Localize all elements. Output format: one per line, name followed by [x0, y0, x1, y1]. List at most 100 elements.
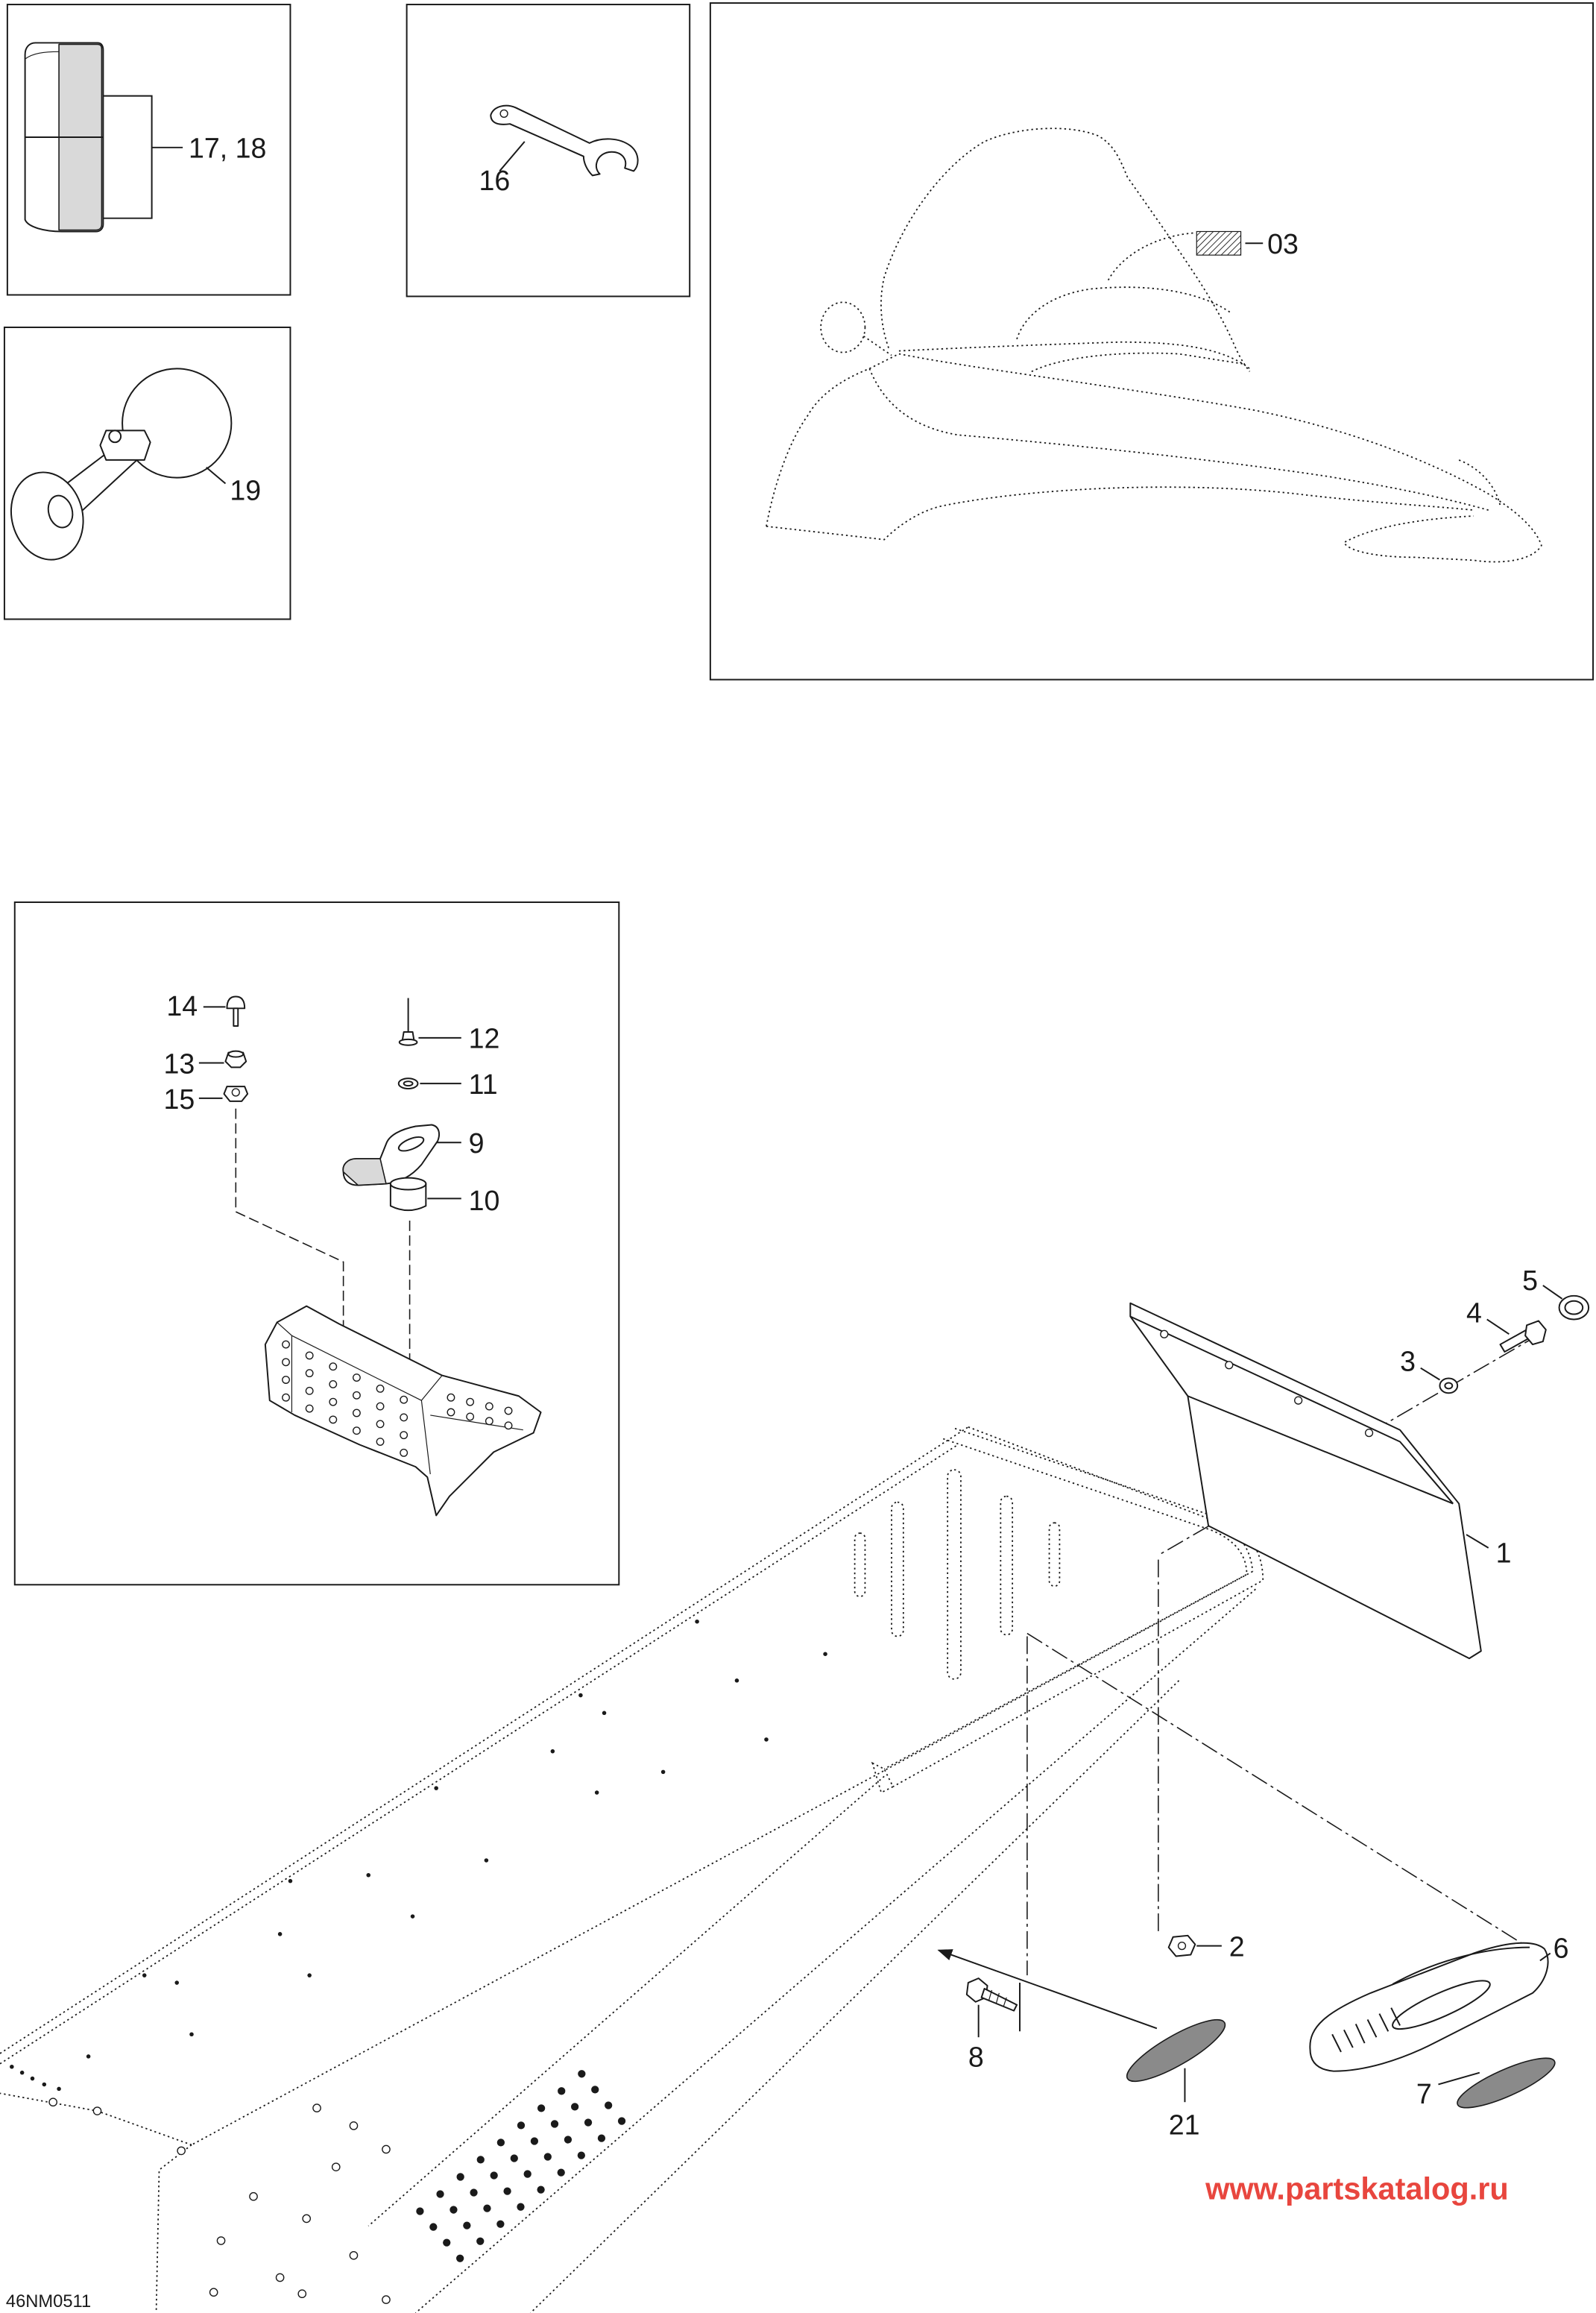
inset-lower-left: 14 13 15 12 11 9 10	[13, 901, 620, 1586]
inset-frame	[709, 2, 1595, 681]
windshield-outline	[880, 128, 1251, 372]
nut-2	[1167, 1934, 1196, 1957]
board-perforation	[456, 2254, 464, 2262]
rivet-dot	[578, 1693, 583, 1698]
horn-bulb	[122, 368, 233, 479]
rivet-head	[398, 1038, 418, 1046]
callout-6: 6	[1554, 1932, 1569, 1963]
decal-hatched	[1196, 230, 1242, 256]
plate-perforation	[305, 1369, 314, 1378]
callout-1: 1	[1496, 1538, 1512, 1569]
tunnel-front-edge	[0, 2092, 192, 2146]
rivet-dot	[86, 2054, 91, 2059]
board-perforation	[578, 2070, 586, 2078]
tunnel-hole	[302, 2214, 312, 2224]
callout-leader	[206, 467, 227, 485]
board-perforation	[597, 2134, 606, 2142]
inset-top-middle: 16	[406, 4, 691, 298]
tunnel-slot	[947, 1469, 962, 1680]
callout-19: 19	[230, 474, 261, 506]
plate-perforation	[376, 1438, 385, 1446]
bolt-head	[1524, 1320, 1547, 1346]
tunnel-hole	[331, 2162, 341, 2172]
grab-handle	[1309, 1942, 1549, 2072]
board-perforation	[617, 2117, 626, 2125]
mirror-stalk	[862, 336, 892, 356]
callout-7: 7	[1416, 2078, 1432, 2109]
rivet-dot	[42, 2082, 47, 2087]
nut-bore	[1177, 1942, 1187, 1951]
plate-perforation	[282, 1376, 290, 1384]
plate-perforation	[504, 1421, 513, 1430]
tunnel-holes	[48, 2098, 391, 2304]
plate-perforation	[352, 1409, 361, 1417]
callout-leader	[1438, 2071, 1480, 2086]
direction-arrow	[937, 1949, 1158, 2030]
rivet-dot	[602, 1711, 607, 1716]
tunnel-hole	[349, 2250, 359, 2260]
board-perforation	[510, 2154, 518, 2162]
plate-perforation	[400, 1413, 409, 1422]
washer-inner	[1444, 1382, 1454, 1390]
board-perforation	[584, 2118, 593, 2127]
reflector-21	[1126, 2018, 1226, 2083]
board-perforation	[564, 2136, 573, 2144]
inset-frame	[6, 4, 291, 296]
board-perforation	[496, 2139, 505, 2147]
tunnel-hole	[249, 2191, 258, 2201]
inset-frame	[13, 901, 620, 1586]
grab-handle-ribs	[1331, 2007, 1401, 2053]
board-perforation	[517, 2121, 526, 2130]
plate-body	[264, 1305, 542, 1517]
plate-perforation	[305, 1386, 314, 1395]
plate-perforation	[485, 1402, 493, 1411]
rivet-dot	[434, 1786, 438, 1790]
snow-flap-fold	[1187, 1395, 1454, 1505]
rivet-dot	[19, 2070, 25, 2075]
hood-bottom	[766, 486, 1474, 541]
plate-perforation	[376, 1402, 385, 1411]
screw-8	[965, 1977, 1018, 2012]
rivet-dot	[189, 2032, 194, 2037]
callout-leader	[1539, 1952, 1551, 1962]
grab-handle-groove	[1392, 1946, 1530, 1985]
screw-shank	[980, 1987, 1018, 2012]
plate-perforation	[400, 1431, 409, 1440]
washer-3	[1439, 1377, 1459, 1394]
tunnel-hole	[275, 2273, 285, 2282]
inset-frame	[3, 326, 291, 620]
callout-leader	[1542, 1285, 1563, 1300]
rivet-dot	[57, 2086, 61, 2092]
plate-perforation	[485, 1417, 493, 1426]
running-board-outer-edge	[414, 1588, 1256, 2313]
nut-15-bore	[231, 1088, 240, 1097]
hood-outline	[766, 128, 1542, 563]
rivet-dot	[307, 1973, 312, 1977]
tunnel-hole	[216, 2236, 226, 2245]
callout-leader	[499, 141, 526, 172]
plate-perforation	[329, 1362, 338, 1371]
callout-leader	[1420, 1367, 1440, 1381]
tunnel-side-wall	[155, 2144, 192, 2313]
board-perforation	[558, 2087, 566, 2095]
bolt-4	[1499, 1320, 1547, 1353]
tunnel-hole	[349, 2121, 359, 2130]
callout-5: 5	[1522, 1265, 1538, 1296]
console-outline	[1016, 286, 1231, 340]
board-perforation	[503, 2187, 511, 2195]
board-perforation	[443, 2238, 451, 2247]
callout-14: 14	[166, 990, 198, 1022]
watermark-text: www.partskatalog.ru	[1205, 2171, 1509, 2206]
tunnel-hole	[382, 2144, 391, 2154]
screw-shank	[233, 1007, 239, 1028]
callout-10: 10	[469, 1185, 500, 1216]
grab-handle-opening	[1392, 1980, 1491, 2030]
board-perforation	[436, 2190, 444, 2198]
rivet-dot	[823, 1652, 827, 1656]
ring-5	[1558, 1294, 1590, 1321]
tunnel-hole	[92, 2106, 102, 2115]
tunnel-hole	[209, 2288, 218, 2297]
board-perforation	[543, 2153, 552, 2161]
plate-perforation	[282, 1340, 290, 1349]
snow-flap-hole	[1294, 1396, 1303, 1405]
